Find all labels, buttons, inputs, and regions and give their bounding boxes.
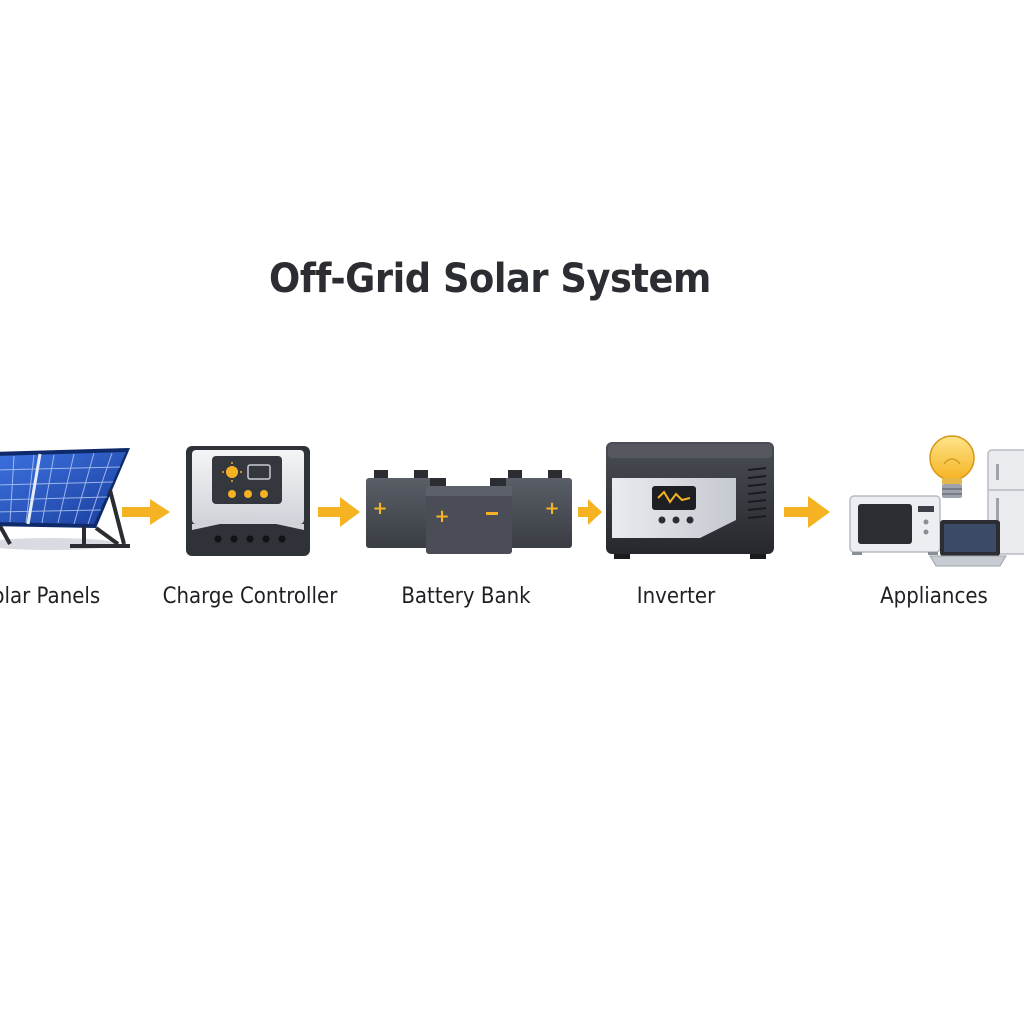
appliances-icon (849, 435, 1024, 567)
page-title: Off-Grid Solar System (269, 256, 711, 302)
node-label-charge-controller: Charge Controller (162, 584, 338, 609)
svg-text:+: + (372, 498, 387, 519)
flow-diagram: + + + (0, 435, 1024, 567)
node-label-inverter: Inverter (636, 584, 716, 609)
flow-arrow (318, 497, 360, 527)
light-bulb-icon (929, 435, 975, 498)
laptop-icon (929, 520, 1007, 567)
microwave-icon (849, 495, 941, 555)
node-label-appliances: Appliances (880, 584, 988, 609)
charge-controller-icon (186, 446, 310, 556)
flow-arrow (122, 499, 170, 525)
inverter-icon (606, 442, 774, 559)
flow-arrow (784, 496, 830, 528)
solar-panel-icon (0, 448, 130, 550)
battery-bank-icon: + + + (366, 470, 572, 554)
flow-arrow (578, 499, 602, 525)
svg-text:+: + (434, 506, 449, 527)
node-label-solar-panels: Solar Panels (0, 584, 101, 609)
node-label-battery-bank: Battery Bank (401, 584, 531, 609)
svg-text:+: + (544, 498, 559, 519)
